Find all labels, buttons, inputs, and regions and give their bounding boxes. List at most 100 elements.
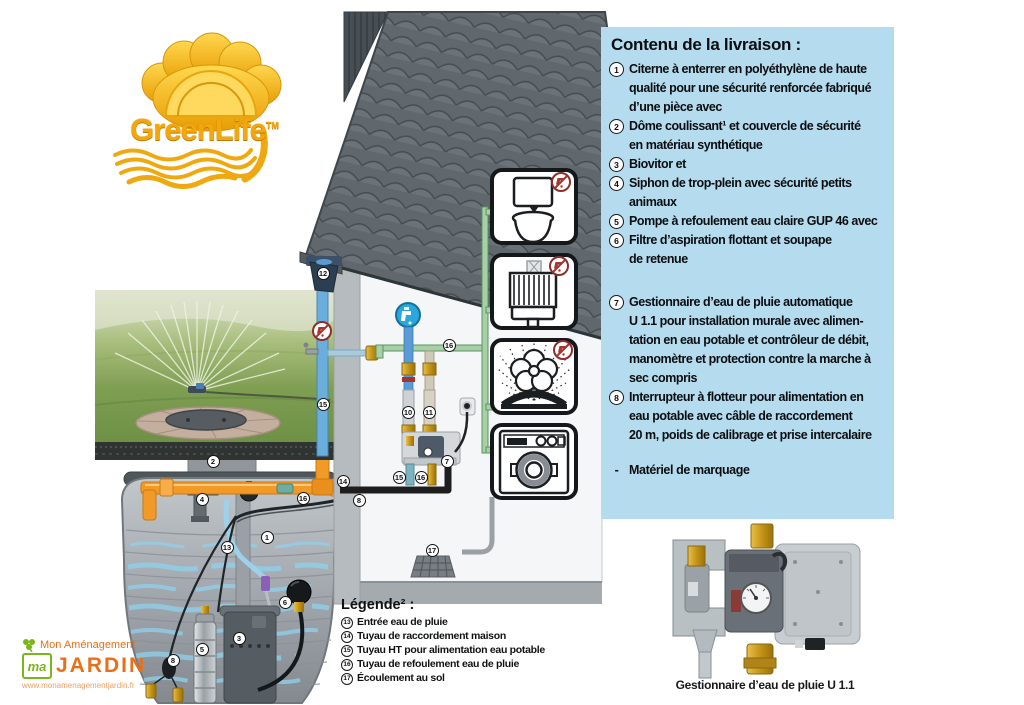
legend-item: 16 Tuyau de refoulement eau de pluie [341, 658, 545, 671]
diagram-marker-7: 7 [440, 454, 454, 468]
brand-name: GreenLife [130, 112, 267, 147]
garden-photo [94, 290, 336, 442]
non-potable-icon [312, 321, 332, 341]
item-number: 3 [609, 157, 624, 172]
delivery-item: 3 Biovitor et [609, 155, 888, 174]
diagram-marker-15: 15 [392, 470, 406, 484]
item-text: Siphon de trop-plein avec sécurité petit… [629, 176, 852, 209]
legend-text: Tuyau de raccordement maison [357, 630, 506, 642]
legend-number: 16 [341, 658, 353, 671]
toilet-icon [490, 168, 578, 245]
legend-item: 15 Tuyau HT pour alimentation eau potable [341, 644, 545, 657]
pressure-gauge [740, 582, 772, 614]
delivery-item: 6 Filtre d’aspiration flottant et soupape… [609, 231, 888, 269]
rain-inlet-hose [223, 499, 272, 609]
non-potable-icon [551, 172, 571, 192]
product-photo [655, 512, 885, 679]
diagram-marker-16: 16 [414, 470, 428, 484]
power-outlet [454, 397, 476, 453]
diagram-marker-3: 3 [232, 631, 246, 645]
legend-title: Légende² : [341, 597, 415, 613]
watermark-brand-main: JARDIN [56, 654, 147, 677]
item-number: 5 [609, 214, 624, 229]
item-text: Citerne à enterrer en polyéthylène de ha… [629, 62, 872, 114]
diagram-marker-10: 10 [401, 405, 415, 419]
rainwater-feed-pipe [422, 350, 437, 434]
diagram-marker-11: 11 [422, 405, 436, 419]
diagram-marker-12: 12 [316, 266, 330, 280]
diagram-marker-13: 13 [220, 540, 234, 554]
item-number: 8 [609, 390, 624, 405]
soil-band [95, 442, 338, 460]
delivery-item: 5 Pompe à refoulement eau claire GUP 46 a… [609, 212, 888, 231]
diagram-marker-14: 14 [336, 474, 350, 488]
item-number: 6 [609, 233, 624, 248]
biovitor-unit [219, 605, 281, 704]
washing-machine-icon [490, 423, 578, 500]
potable-tap-icon [395, 302, 421, 328]
diagram-marker-1: 1 [260, 530, 274, 544]
delivery-item: 4 Siphon de trop-plein avec sécurité peti… [609, 174, 888, 212]
brand-tm: TM [265, 120, 279, 131]
diagram-marker-15: 15 [316, 397, 330, 411]
legend-text: Tuyau HT pour alimentation eau potable [357, 644, 545, 656]
legend-number: 15 [341, 644, 353, 657]
diagram-marker-17: 17 [425, 543, 439, 557]
exterior-wall [333, 261, 361, 605]
pump [193, 606, 217, 704]
delivery-items: 1 Citerne à enterrer en polyéthylène de h… [609, 60, 888, 445]
riser-tube [235, 485, 251, 609]
watermark-badge: ma [22, 653, 52, 679]
non-potable-icon [549, 256, 569, 276]
delivery-footer: - Matériel de marquage [609, 463, 888, 477]
diagram-marker-16: 16 [296, 491, 310, 505]
sprinkler-spray [114, 301, 286, 392]
diagram-marker-4: 4 [195, 492, 209, 506]
legend-number: 17 [341, 672, 353, 685]
floating-filter [257, 579, 312, 692]
diagram-marker-8: 8 [352, 493, 366, 507]
sprinkler-icon [490, 338, 578, 415]
floor-drain [410, 555, 456, 578]
watermark-brand-top: Mon Aménagement [40, 639, 136, 651]
item-text: Dôme coulissant¹ et couvercle de sécurit… [629, 119, 861, 152]
legend-item: 17 Écoulement au sol [341, 672, 545, 685]
watermark: Mon Aménagement ma JARDIN www.monamenage… [22, 638, 146, 690]
legend-text: Tuyau de refoulement eau de pluie [357, 658, 520, 670]
diagram-marker-8: 8 [166, 653, 180, 667]
item-text: Biovitor et [629, 157, 686, 171]
rain-downpipe [303, 256, 379, 457]
greenlife-logo-sun [113, 32, 282, 189]
non-potable-icon [553, 340, 573, 360]
logo-waves [113, 128, 268, 189]
item-number: 4 [609, 176, 624, 191]
item-number: 7 [609, 295, 624, 310]
legend-text: Entrée eau de pluie [357, 616, 448, 628]
washer-drain-pipe [462, 497, 495, 555]
item-text: Pompe à refoulement eau claire GUP 46 av… [629, 214, 878, 228]
float-switch [145, 515, 237, 703]
power-cable [454, 411, 469, 453]
filter-icon [490, 253, 578, 330]
legend-text: Écoulement au sol [357, 672, 445, 684]
appliance-icons [490, 168, 578, 500]
clover-icon [23, 639, 35, 652]
diagram-marker-6: 6 [278, 595, 292, 609]
diagram-marker-2: 2 [206, 454, 220, 468]
delivery-item: 8 Interrupteur à flotteur pour alimentati… [609, 388, 888, 445]
product-caption: Gestionnaire d’eau de pluie U 1.1 [675, 678, 855, 692]
pressure-pipe [340, 464, 452, 494]
item-text: Interrupteur à flotteur pour alimentatio… [629, 390, 872, 442]
item-number: 1 [609, 62, 624, 77]
watermark-url[interactable]: www.monamenagementjardin.fr [22, 681, 135, 690]
flower [509, 348, 559, 393]
floor-slab [334, 582, 602, 604]
